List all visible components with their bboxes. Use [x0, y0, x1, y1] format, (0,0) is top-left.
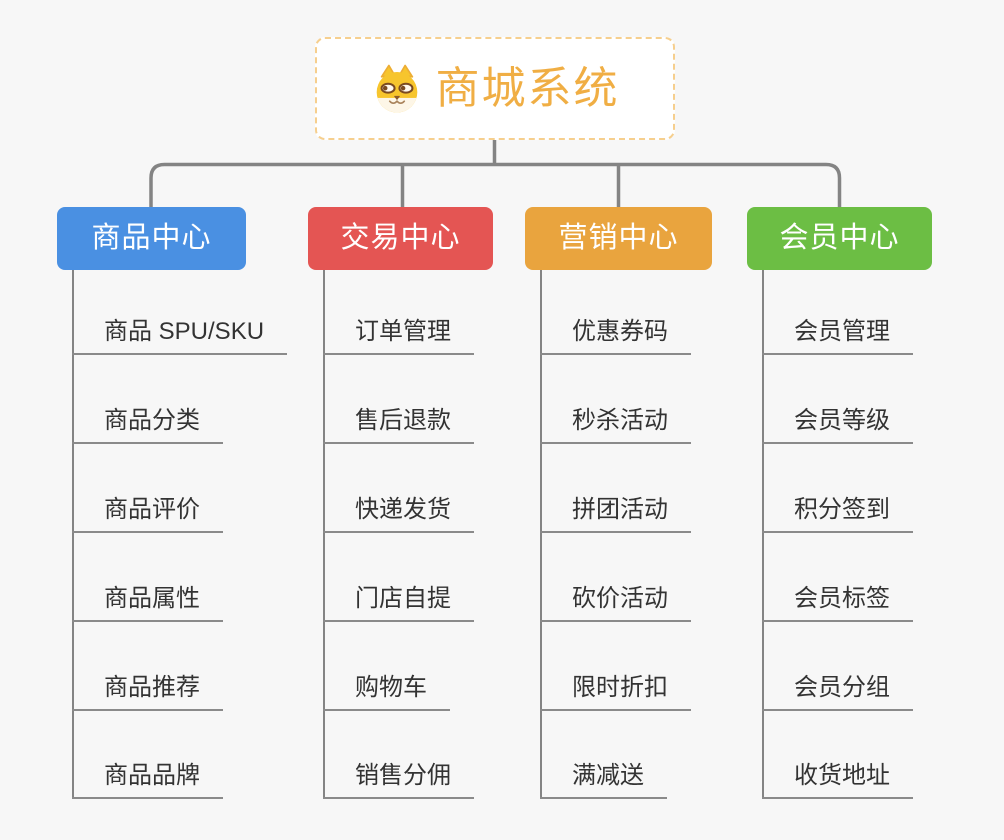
child-node[interactable]: 会员管理 [762, 309, 913, 355]
child-node[interactable]: 秒杀活动 [540, 398, 691, 444]
child-node[interactable]: 限时折扣 [540, 665, 691, 711]
branch-node-trade[interactable]: 交易中心 [308, 207, 493, 270]
child-node[interactable]: 会员标签 [762, 576, 913, 622]
root-node[interactable]: 商城系统 [315, 37, 675, 140]
child-node[interactable]: 会员等级 [762, 398, 913, 444]
child-node[interactable]: 商品 SPU/SKU [72, 309, 288, 355]
child-node[interactable]: 商品推荐 [72, 665, 223, 711]
child-node[interactable]: 会员分组 [762, 665, 913, 711]
branch-node-member[interactable]: 会员中心 [747, 207, 932, 270]
root-node-label: 商城系统 [435, 63, 620, 113]
child-node[interactable]: 商品属性 [72, 576, 223, 622]
child-node[interactable]: 快递发货 [323, 487, 474, 533]
child-node[interactable]: 拼团活动 [540, 487, 691, 533]
branch-node-product[interactable]: 商品中心 [57, 207, 246, 270]
child-node[interactable]: 商品品牌 [72, 753, 223, 799]
child-node[interactable]: 售后退款 [323, 398, 474, 444]
child-node[interactable]: 商品分类 [72, 398, 223, 444]
child-node[interactable]: 优惠券码 [540, 309, 691, 355]
child-node[interactable]: 积分签到 [762, 487, 913, 533]
child-node[interactable]: 满减送 [540, 753, 667, 799]
child-node[interactable]: 商品评价 [72, 487, 223, 533]
child-node[interactable]: 砍价活动 [540, 576, 691, 622]
dog-face-icon [376, 64, 417, 113]
child-node[interactable]: 门店自提 [323, 576, 474, 622]
child-node[interactable]: 销售分佣 [323, 753, 474, 799]
child-node[interactable]: 购物车 [323, 665, 450, 711]
child-node[interactable]: 收货地址 [762, 753, 913, 799]
branch-node-marketing[interactable]: 营销中心 [525, 207, 712, 270]
child-node[interactable]: 订单管理 [323, 309, 474, 355]
